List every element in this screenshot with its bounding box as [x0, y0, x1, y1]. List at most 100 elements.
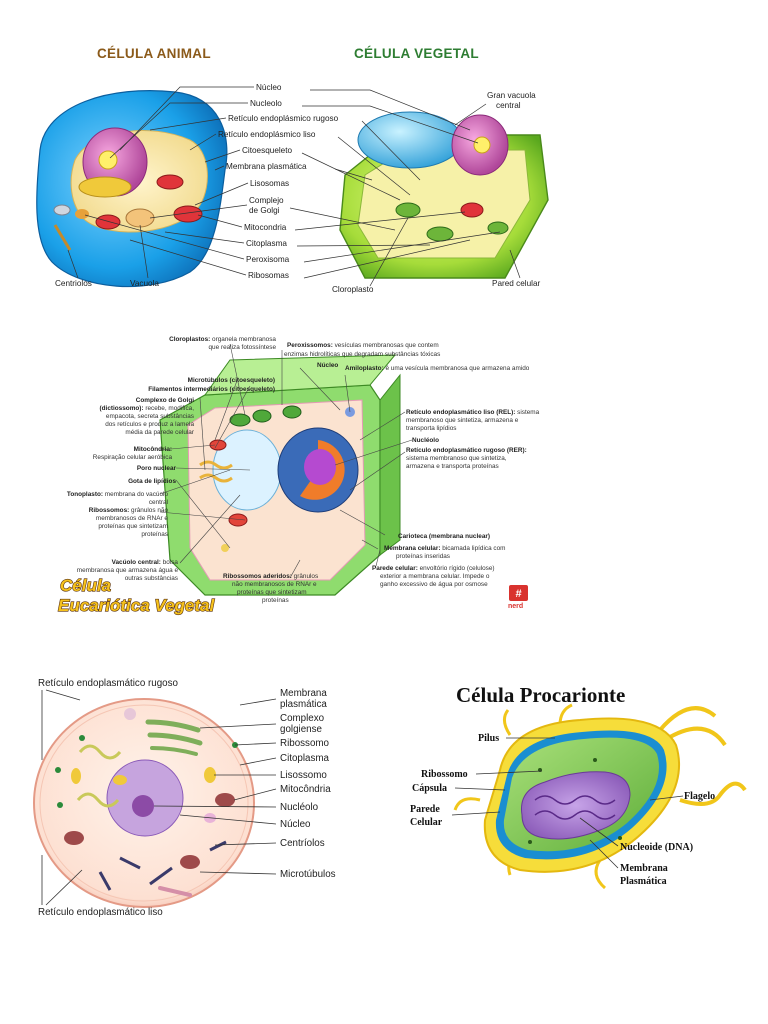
left-labels-line-21: outras substâncias [125, 575, 178, 582]
right-labels-line-1-text: membranoso que sintetiza, armazena e [406, 417, 519, 424]
label-nucleolo: Nucléolo [280, 802, 319, 813]
label-membrana: Membrana [280, 688, 327, 699]
left-labels-line-16-text: membranosos de RNAr e [96, 515, 169, 522]
left-labels-line-15: Ribossomos: grânulos não [89, 507, 169, 514]
top-labels-line-1-text: enzimas hidrolíticas que degradam substâ… [284, 351, 440, 358]
left-labels-line-2: Microtúbulos (citoesqueleto) [188, 377, 275, 384]
panel-prokaryotic-cell: Célula Procarionte Pilus Ribossomo [410, 683, 747, 890]
label-rel-bottom: Retículo endoplasmático liso [38, 907, 163, 918]
right-labels-line-1: membranoso que sintetiza, armazena e [406, 417, 519, 424]
left-labels-line-13-text: membrana do vacúolo [103, 491, 168, 498]
left-labels-line-14-text: central [149, 499, 168, 506]
left-labels-line-11: Poro nuclear [137, 465, 177, 472]
bottom-labels-line-2-text: proteínas que sintetizam [237, 589, 307, 596]
label-membrana-pro: Membrana [620, 863, 668, 874]
top-labels-line-2-bold: Núcleo [317, 362, 338, 369]
left-labels-line-11-bold: Poro nuclear [137, 465, 177, 472]
label-nucleo: Núcleo [280, 819, 311, 830]
right-labels-line-3-bold: Nucléolo [412, 437, 439, 444]
left-labels-line-15-bold: Ribossomos: [89, 507, 129, 514]
right-labels-line-6-text: armazena e transporta proteínas [406, 463, 499, 470]
label-mitocondria: Mitocondria [244, 223, 287, 232]
label-membrana-plasmatica: Membrana plasmática [226, 162, 307, 171]
bottom-labels-line-0-text: grânulos [292, 573, 318, 580]
right-labels-line-7-bold: Carioteca (membrana nuclear) [398, 533, 490, 540]
left-labels-line-0-text: organela membranosa [210, 336, 276, 343]
left-labels-line-10-text: Respiração celular aeróbica [93, 454, 173, 461]
label-pilus: Pilus [478, 733, 499, 744]
title-plant-cell: CÉLULA VEGETAL [354, 46, 479, 61]
label-centriolos: Centriolos [55, 279, 92, 288]
right-labels-line-6: armazena e transporta proteínas [406, 463, 499, 470]
top-labels-line-2: Núcleo [317, 362, 338, 369]
right-labels-line-10: Parede celular: envoltório rígido (celul… [372, 565, 495, 572]
label-lisossomo: Lisossomo [280, 770, 327, 781]
right-labels-line-0-text: sistema [515, 409, 539, 416]
top-labels-line-3: Amiloplasto: é uma vesícula membranosa q… [345, 365, 530, 372]
label-nucleoide: Nucleoide (DNA) [620, 842, 693, 853]
right-labels-line-4-bold: Retículo endoplasmático rugoso (RER): [406, 447, 527, 454]
left-labels-line-17: proteínas que sintetizam [98, 523, 168, 530]
title-animal-cell: CÉLULA ANIMAL [97, 46, 211, 61]
right-labels-line-9: proteínas inseridas [396, 553, 450, 560]
right-labels-line-4: Retículo endoplasmático rugoso (RER): [406, 447, 527, 454]
top-labels-line-0-text: vesículas membranosas que contem [333, 342, 439, 349]
left-labels-line-19-bold: Vacúolo central: [112, 559, 161, 566]
left-labels-line-16: membranosos de RNAr e [96, 515, 169, 522]
left-labels-line-12: Gota de lipídios [128, 478, 176, 485]
right-labels-line-0: Retículo endoplasmático liso (REL): sist… [406, 409, 540, 416]
top-labels-line-0: Peroxissomos: vesículas membranosas que … [287, 342, 439, 349]
label-complejo: Complejo [249, 196, 284, 205]
left-labels-line-3: Filamentos intermediários (citoesqueleto… [148, 386, 275, 393]
label-plasmatica: plasmática [280, 699, 327, 710]
left-labels-line-8: média da parede celular [125, 429, 194, 436]
label-cloroplasto: Cloroplasto [332, 285, 374, 294]
bottom-labels-line-2: proteínas que sintetizam [237, 589, 307, 596]
label-central: central [496, 101, 521, 110]
left-labels-line-7-text: dos retículos e produz a lamela [105, 421, 194, 428]
left-labels-line-20: membranosa que armazena água e [77, 567, 179, 574]
label-capsula: Cápsula [412, 783, 447, 794]
prokaryote-title: Célula Procarionte [456, 683, 625, 707]
nerd-logo-text: nerd [508, 603, 523, 610]
left-labels-line-8-text: média da parede celular [125, 429, 194, 436]
left-labels-line-13: Tonoplasto: membrana do vacúolo [67, 491, 169, 498]
right-labels-line-0-bold: Retículo endoplasmático liso (REL): [406, 409, 515, 416]
label-microtubulos: Microtúbulos [280, 869, 336, 880]
left-labels-line-6: empacota, secreta substâncias [106, 413, 194, 420]
label-complexo: Complexo [280, 713, 325, 724]
left-labels-line-9-bold: Mitocôndria: [134, 446, 172, 453]
right-labels-line-2: transporta lipídios [406, 425, 456, 432]
left-labels-line-18: proteínas [141, 531, 168, 538]
label-rel: Retículo endoplásmico liso [218, 130, 316, 139]
left-labels-line-13-bold: Tonoplasto: [67, 491, 103, 498]
left-labels-line-14: central [149, 499, 168, 506]
label-nucleolo: Nucleolo [250, 99, 282, 108]
bottom-labels-line-3-text: proteínas [262, 597, 289, 604]
panel2-leader-lines [159, 343, 413, 579]
label-de-golgi: de Golgi [249, 206, 280, 215]
right-labels-line-12-text: ganho excessivo de água por osmose [380, 581, 488, 588]
plant-cell-3d [339, 111, 549, 279]
left-labels-line-2-bold: Microtúbulos (citoesqueleto) [188, 377, 275, 384]
right-labels-line-10-bold: Parede celular: [372, 565, 418, 572]
right-labels-line-11-text: exterior a membrana celular. Impede o [380, 573, 490, 580]
left-labels-line-12-bold: Gota de lipídios [128, 478, 176, 485]
left-labels-line-1-text: que realiza fotossíntese [209, 344, 277, 351]
right-labels-line-3: Nucléolo [412, 437, 439, 444]
label-pared-celular: Pared celular [492, 279, 541, 288]
label-ribosomas: Ribosomas [248, 271, 289, 280]
label-rer-top: Retículo endoplasmático rugoso [38, 678, 179, 689]
bottom-labels-line-0: Ribossomos aderidos: grânulos [223, 573, 318, 580]
right-labels-line-5-text: sistema membranoso que sintetiza, [406, 455, 507, 462]
left-labels-line-9: Mitocôndria: [134, 446, 172, 453]
label-plasmatica-pro: Plasmática [620, 876, 667, 887]
label-parede: Parede [410, 804, 440, 815]
top-labels-line-0-bold: Peroxissomos: [287, 342, 333, 349]
left-labels-line-19-text: bolsa [161, 559, 178, 566]
right-labels-line-11: exterior a membrana celular. Impede o [380, 573, 490, 580]
eukaryotic-title-line1: Célula [60, 576, 111, 595]
left-labels-line-6-text: empacota, secreta substâncias [106, 413, 194, 420]
